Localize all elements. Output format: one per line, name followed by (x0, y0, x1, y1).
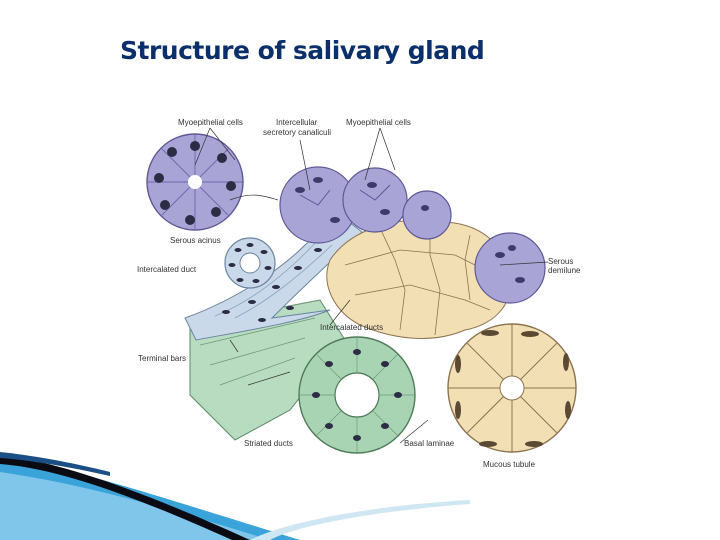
label-serous-demilune-1: Serous (548, 257, 573, 266)
label-basal-laminae: Basal laminae (404, 439, 455, 448)
label-terminal-bars: Terminal bars (138, 354, 186, 363)
striated-duct-section (298, 336, 416, 454)
intercalated-duct-section (224, 237, 276, 289)
label-serous-acinus: Serous acinus (170, 236, 221, 245)
label-myoepithelial-right: Myoepithelial cells (346, 118, 411, 127)
diagram-labels: Myoepithelial cells Intercellular secret… (137, 118, 581, 469)
label-myoepithelial-left: Myoepithelial cells (178, 118, 243, 127)
serous-acinus-section (146, 133, 244, 231)
corner-decoration (0, 452, 470, 540)
label-striated-ducts: Striated ducts (244, 439, 293, 448)
label-pointers (194, 127, 549, 444)
label-intercellular-2: secretory canaliculi (263, 128, 331, 137)
slide-title: Structure of salivary gland (120, 36, 485, 65)
mucous-tubule-section (447, 323, 577, 453)
label-intercellular-1: Intercellular (276, 118, 318, 127)
label-mucous-tubule: Mucous tubule (483, 460, 536, 469)
serous-acini-cluster (279, 166, 546, 304)
label-serous-demilune-2: demilune (548, 266, 581, 275)
label-intercalated-ducts: Intercalated ducts (320, 323, 383, 332)
label-intercalated-duct: Intercalated duct (137, 265, 197, 274)
